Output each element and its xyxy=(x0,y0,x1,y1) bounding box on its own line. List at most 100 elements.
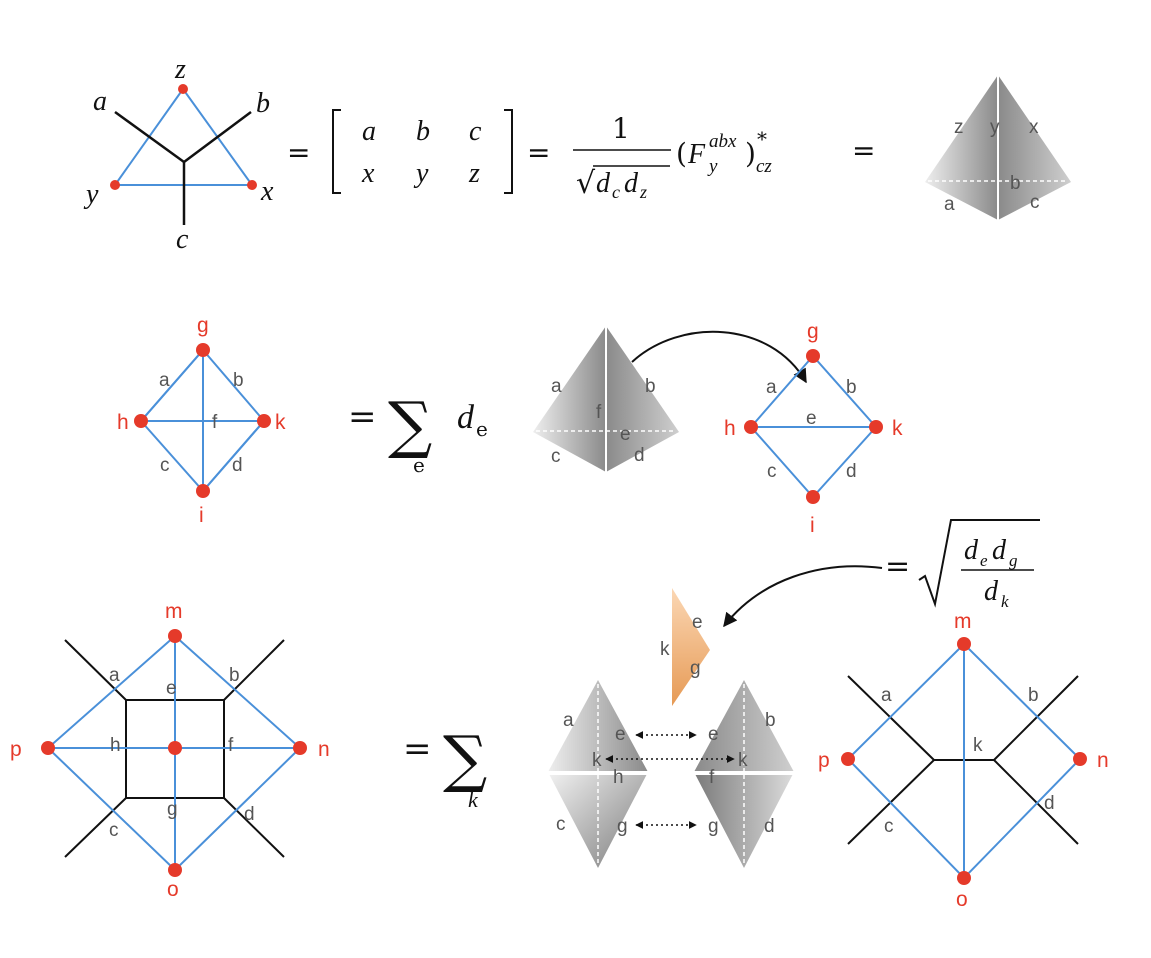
den-d2: d xyxy=(624,168,639,199)
label-row3-left_nodes-o: o xyxy=(167,878,179,901)
label-row2-tetra_labels-c: c xyxy=(551,446,561,467)
label-row3-right_edges-d: d xyxy=(1044,793,1055,814)
den-sub-c: c xyxy=(612,182,620,202)
label-row2-right_edges-a: a xyxy=(766,377,777,398)
label-row2-d_sub: e xyxy=(476,417,488,441)
F-subscript: y xyxy=(707,156,718,177)
arrow-row3 xyxy=(723,565,883,628)
label-row1-tetra_labels-x: x xyxy=(1029,117,1039,138)
equals-1: = xyxy=(287,136,310,169)
den-sub-z: z xyxy=(639,182,647,202)
node-y xyxy=(110,180,120,190)
dotted-arrows xyxy=(605,731,735,829)
label-row2-right_edges-b: b xyxy=(846,377,857,398)
orange-face: e k g xyxy=(660,588,710,706)
graph-node xyxy=(41,741,55,755)
label-row2-right_nodes-i: i xyxy=(810,514,815,537)
node-x xyxy=(247,180,257,190)
diamond-graph-right-row2: g h k i a b e c d xyxy=(724,320,903,537)
label-y: y xyxy=(83,179,99,210)
diamond-graph-left-row2: g h k i a b f c d xyxy=(117,314,286,527)
tail-subscript: cz xyxy=(756,156,772,177)
label-row2-right_edges-c: c xyxy=(767,461,777,482)
label-row3-right_tetra_labels-d: d xyxy=(764,816,775,837)
label-row3-right_nodes-n: n xyxy=(1097,749,1109,772)
label-row3-sqrt_num_d2: d xyxy=(992,535,1007,566)
label-row3-left_nodes-p: p xyxy=(10,738,22,761)
graph-node xyxy=(869,420,883,434)
label-row3-left_tetra_labels-h: h xyxy=(613,767,624,788)
label-row3-orange_labels-g: g xyxy=(690,658,701,679)
label-c: c xyxy=(176,224,189,255)
paren-close: ) xyxy=(745,137,756,170)
frac-numerator: 1 xyxy=(612,112,630,145)
label-row1-tetra_labels-z: z xyxy=(954,117,964,138)
arrow-row2 xyxy=(631,330,807,384)
label-row3-left_edges-f: f xyxy=(228,735,234,756)
sqrt-ratio-formula: = d e d g d k xyxy=(885,519,1040,611)
label-row3-left_tetra_labels-e: e xyxy=(615,724,626,745)
square-graph-left-row3: m p n o a b e h f g c d xyxy=(10,600,330,901)
graph-node xyxy=(841,752,855,766)
label-a: a xyxy=(93,86,107,117)
y-vertex-lines xyxy=(114,110,252,225)
label-b: b xyxy=(256,88,270,119)
label-row2-left_nodes-h: h xyxy=(117,411,129,434)
label-row3-right_tetra_labels-g: g xyxy=(708,816,719,837)
label-row3-sqrt_num_s1: e xyxy=(980,551,988,570)
label-row3-sqrt_num_d1: d xyxy=(964,535,979,566)
matrix-x: x xyxy=(361,158,375,189)
label-row2-eq: = xyxy=(348,397,377,437)
graph-node xyxy=(1073,752,1087,766)
label-row3-left_edges-c: c xyxy=(109,820,119,841)
label-row3-sum_index: k xyxy=(468,787,479,812)
label-row3-right_nodes-p: p xyxy=(818,749,830,772)
label-row2-sum: ∑ xyxy=(388,388,432,461)
node-z xyxy=(178,84,188,94)
label-row2-left_nodes-i: i xyxy=(199,504,204,527)
graph-node xyxy=(168,863,182,877)
graph-node xyxy=(806,349,820,363)
F-symbol: F xyxy=(687,139,706,170)
label-row3-right_nodes-m: m xyxy=(954,610,972,633)
matrix-z: z xyxy=(468,158,480,189)
matrix-left-bracket xyxy=(332,109,341,194)
tetrahedron-pair-right: b e k f d g xyxy=(694,680,794,868)
label-row2-right_nodes-h: h xyxy=(724,417,736,440)
label-row3-left_tetra_labels-a: a xyxy=(563,710,574,731)
label-row3-right_tetra_labels-e: e xyxy=(708,724,719,745)
label-row3-orange_labels-e: e xyxy=(692,612,703,633)
graph-node xyxy=(957,637,971,651)
label-row3-left_tetra_labels-g: g xyxy=(617,816,628,837)
label-row2-left_edges-c: c xyxy=(160,455,170,476)
label-row3-sum: ∑ xyxy=(443,722,487,795)
label-row2-right_nodes-g: g xyxy=(807,320,819,343)
matrix-y: y xyxy=(413,158,429,189)
label-row3-left_edges-g: g xyxy=(167,799,178,820)
label-row1-tetra_labels-y: y xyxy=(990,117,1000,138)
label-row3-left_tetra_labels-k: k xyxy=(592,750,602,771)
F-superscript: abx xyxy=(709,131,737,152)
label-row3-left_edges-a: a xyxy=(109,665,120,686)
graph-node xyxy=(806,490,820,504)
label-row3-left_nodes-m: m xyxy=(165,600,183,623)
graph-node xyxy=(957,871,971,885)
label-row3-right_nodes-o: o xyxy=(956,888,968,911)
label-row3-right_tetra_labels-k: k xyxy=(738,750,748,771)
label-row3-right_edges-a: a xyxy=(881,685,892,706)
node-k xyxy=(257,414,271,428)
label-row2-tetra_labels-a: a xyxy=(551,376,562,397)
label-row1-tetra_labels-c: c xyxy=(1030,192,1040,213)
label-row3-left_nodes-n: n xyxy=(318,738,330,761)
equals-3: = xyxy=(852,134,875,167)
label-row3-sqrt_eq: = xyxy=(885,549,910,584)
label-row3-right_tetra_labels-f: f xyxy=(709,767,715,788)
graph-node xyxy=(168,629,182,643)
graph-node xyxy=(293,741,307,755)
trivalent-graph-row1: a z b y x c xyxy=(83,54,274,255)
label-row2-right_nodes-k: k xyxy=(892,417,903,440)
equals-2: = xyxy=(527,136,550,169)
label-x: x xyxy=(260,176,274,207)
